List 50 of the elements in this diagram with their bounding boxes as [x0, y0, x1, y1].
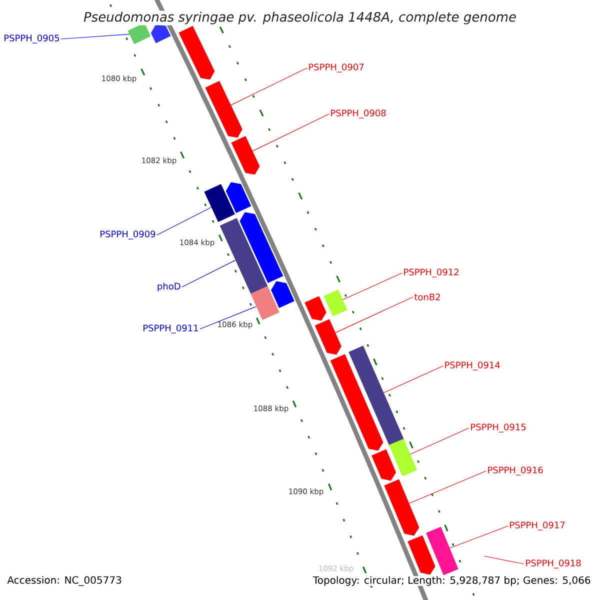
gene-feature: [250, 286, 280, 320]
gene-feature: [348, 346, 404, 446]
gene-feature: [408, 535, 436, 575]
leader-line: [383, 366, 444, 394]
gene-feature: [372, 449, 396, 481]
gene-feature: [389, 438, 417, 476]
gene-feature: [220, 218, 268, 294]
gene-feature: [205, 80, 242, 138]
gene-feature: [324, 290, 348, 316]
genome-stats-text: Topology: circular; Length: 5,928,787 bp; Genes: 5,066: [312, 576, 591, 586]
leader-line: [182, 260, 236, 288]
leader-line: [60, 34, 130, 40]
gene-feature: [271, 281, 294, 308]
gene-feature: [178, 26, 215, 80]
leader-line: [335, 296, 414, 333]
gene-label: PSPPH_0911: [144, 324, 198, 334]
gene-label: PSPPH_0909: [100, 230, 156, 240]
gene-label: PSPPH_0908: [331, 110, 386, 118]
leader-line: [200, 306, 257, 330]
title: Pseudomonas syringae pv. phaseolicola 1448A, complete genome: [82, 10, 518, 26]
gene-feature: [240, 212, 284, 283]
gene-label: PSPPH_0917: [510, 522, 565, 530]
gene-label: phoD: [158, 282, 180, 292]
gene-feature: [231, 136, 260, 175]
gene-label: PSPPH_0916: [488, 466, 543, 476]
gene-feature: [384, 479, 420, 536]
leader-line: [449, 526, 508, 548]
gene-label: tonB2: [414, 294, 440, 300]
gene-feature: [304, 296, 326, 321]
leader-line: [342, 272, 402, 300]
gene-feature: [426, 526, 458, 576]
gene-feature: [314, 319, 342, 355]
leader-line: [484, 556, 524, 564]
gene-label: PSPPH_0905: [4, 34, 59, 44]
gene-label: PSPPH_0915: [471, 424, 526, 432]
accession-text: Accession: NC_005773: [7, 576, 122, 586]
gene-feature: [128, 22, 151, 44]
leader-line: [230, 68, 308, 106]
gene-feature: [204, 184, 235, 222]
gene-label: PSPPH_0912: [404, 268, 458, 278]
leader-line: [252, 114, 330, 152]
leader-line: [156, 206, 212, 236]
gene-label: PSPPH_0907: [309, 64, 364, 72]
gene-label: PSPPH_0918: [526, 560, 581, 568]
gene-feature: [226, 182, 252, 214]
leader-line: [410, 428, 470, 455]
gene-feature: [150, 24, 171, 44]
leader-line: [408, 470, 486, 504]
gene-label: PSPPH_0914: [445, 362, 500, 370]
gene-feature: [330, 354, 384, 451]
